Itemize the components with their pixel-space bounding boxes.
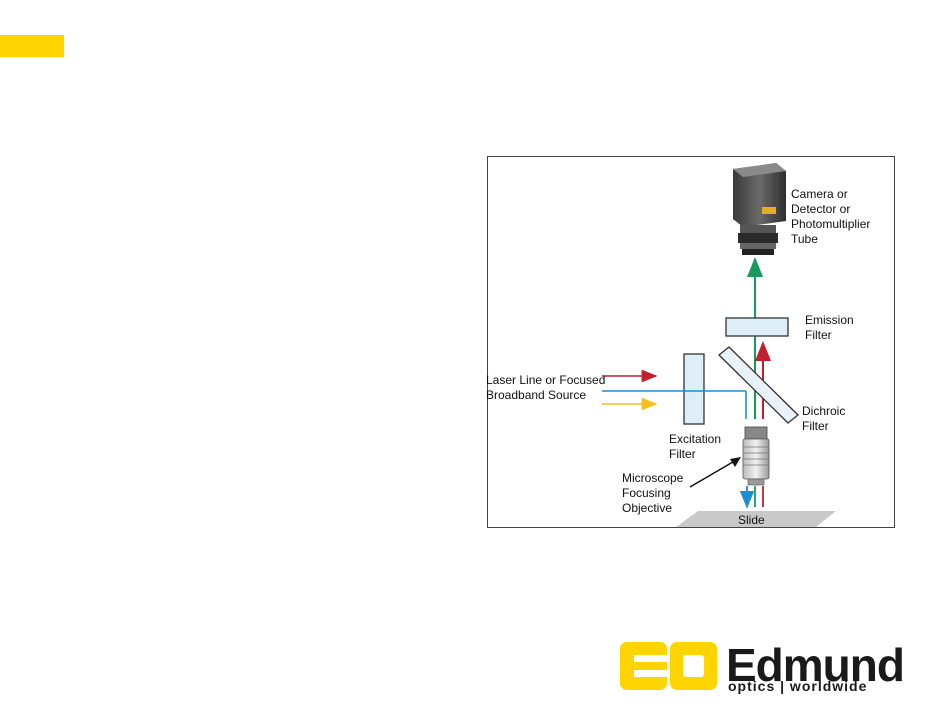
camera-label: Camera or Detector or Photomultiplier Tu…	[791, 187, 894, 247]
excitation-filter-label: Excitation Filter	[669, 432, 721, 462]
objective-pointer-line	[690, 459, 738, 487]
laser-source-label: Laser Line or Focused Broadband Source	[486, 373, 605, 403]
edmund-optics-logo: Edmund optics | worldwide	[620, 640, 910, 696]
logo-tagline: optics | worldwide	[728, 678, 867, 694]
eo-monogram-icon	[620, 640, 720, 692]
dichroic-filter-icon	[719, 347, 798, 423]
accent-bar	[0, 35, 64, 57]
emission-filter-label: Emission Filter	[805, 313, 854, 343]
slide-label: Slide	[738, 513, 765, 528]
camera-icon	[733, 163, 786, 255]
emission-filter-icon	[726, 318, 788, 336]
fluorescence-diagram: Camera or Detector or Photomultiplier Tu…	[487, 156, 895, 528]
dichroic-filter-label: Dichroic Filter	[802, 404, 845, 434]
objective-label: Microscope Focusing Objective	[622, 471, 683, 516]
objective-icon	[743, 427, 769, 485]
excitation-filter-icon	[684, 354, 704, 424]
